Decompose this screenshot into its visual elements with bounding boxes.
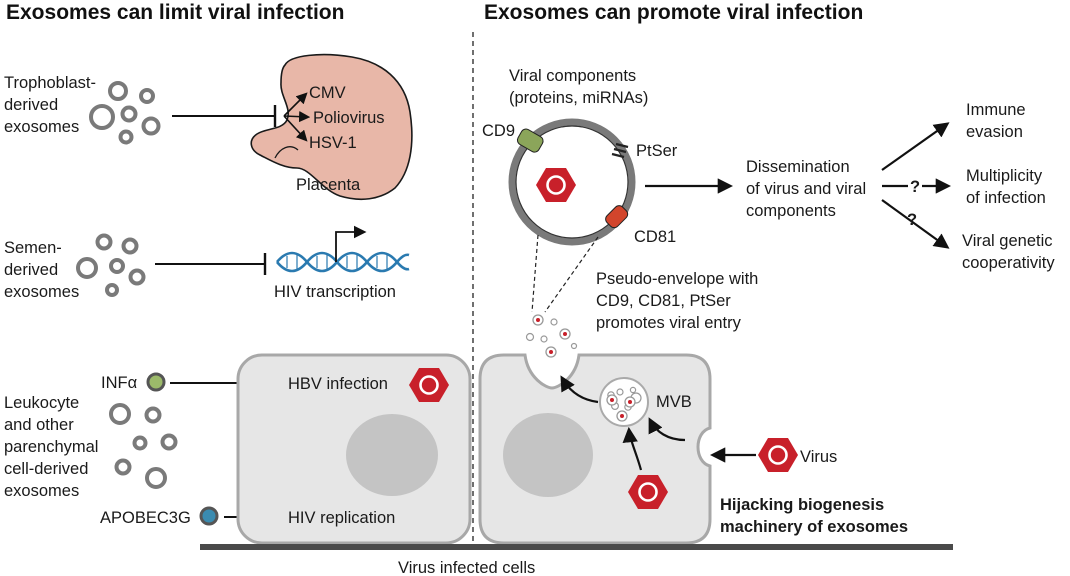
footer-label: Virus infected cells — [398, 559, 535, 576]
genetic-line-1: Viral genetic — [962, 232, 1053, 250]
hsv1-label: HSV-1 — [309, 134, 357, 152]
semen-line-3: exosomes — [4, 283, 79, 301]
apobec-label: APOBEC3G — [100, 509, 191, 527]
transcription-start-arrow — [335, 225, 367, 262]
question-mask-1 — [908, 176, 922, 196]
placenta-fold — [274, 146, 299, 159]
multiplicity-line-2: of infection — [966, 189, 1046, 207]
zoom-line-right — [544, 236, 599, 313]
cd9-label: CD9 — [482, 122, 515, 140]
apobec-exosome — [199, 506, 219, 526]
genetic-cooperativity-arrow — [881, 199, 950, 249]
viral-components-line-1: Viral components — [509, 67, 636, 85]
pseudo-envelope-line-1: Pseudo-envelope with — [596, 270, 758, 288]
released-exosome-4 — [525, 332, 535, 342]
immune-evasion-arrow — [881, 122, 950, 171]
poliovirus-label: Poliovirus — [313, 109, 385, 127]
inf-alpha-label: INFα — [101, 374, 138, 392]
mvb-virus-2 — [606, 394, 618, 406]
inf-alpha-exosome — [146, 372, 166, 392]
ptser-label: PtSer — [636, 142, 678, 160]
cd81-label: CD81 — [634, 228, 676, 246]
trophoblast-line-1: Trophoblast- — [4, 74, 96, 92]
left-header: Exosomes can limit viral infection — [6, 1, 344, 24]
released-exosome-3 — [559, 328, 571, 340]
mvb-virus-3 — [624, 396, 636, 408]
virus-label: Virus — [800, 448, 837, 466]
genetic-line-2: cooperativity — [962, 254, 1055, 272]
hiv-replication-label: HIV replication — [288, 509, 395, 527]
right-header: Exosomes can promote viral infection — [484, 1, 863, 24]
biogenesis-to-mvb-arrow — [622, 426, 643, 471]
semen-line-2: derived — [4, 261, 58, 279]
mvb-release-arrow — [560, 375, 599, 404]
cd81-marker — [605, 205, 629, 229]
hbv-infection-label: HBV infection — [288, 375, 388, 393]
cmv-label: CMV — [309, 84, 346, 102]
leukocyte-line-5: exosomes — [4, 482, 79, 500]
released-exosome-2 — [550, 318, 558, 326]
zoom-line-left — [531, 234, 539, 313]
virus-to-mvb-arrow — [648, 417, 686, 442]
dissemination-line-2: of virus and viral — [746, 180, 866, 198]
trophoblast-exosomes — [89, 81, 161, 145]
multiplicity-line-1: Multiplicity — [966, 167, 1043, 185]
leukocyte-line-2: and other — [4, 416, 74, 434]
released-exosome-5 — [540, 335, 548, 343]
semen-label: Semen- derived exosomes — [4, 239, 79, 301]
hijacking-line-1: Hijacking biogenesis — [720, 496, 884, 514]
released-exosome-6 — [545, 346, 557, 358]
mvb-virus-1 — [616, 410, 628, 422]
dissemination-line-1: Dissemination — [746, 158, 850, 176]
placenta-inhibit-arrows — [283, 92, 311, 142]
tissue-baseline — [200, 544, 953, 550]
cd9-marker — [516, 128, 544, 153]
leukocyte-label: Leukocyte and other parenchymal cell-der… — [4, 394, 98, 500]
leukocyte-line-3: parenchymal — [4, 438, 98, 456]
hijacking-line-2: machinery of exosomes — [720, 518, 908, 536]
semen-exosomes — [76, 233, 146, 297]
semen-line-1: Semen- — [4, 239, 62, 257]
trophoblast-line-2: derived — [4, 96, 58, 114]
released-exosome-7 — [570, 342, 578, 350]
pseudo-envelope-line-2: CD9, CD81, PtSer — [596, 292, 731, 310]
pseudo-envelope-line-3: promotes viral entry — [596, 314, 742, 332]
ptser-marker — [611, 142, 629, 159]
dna-helix-icon — [276, 251, 410, 273]
right-cell-nucleus — [503, 413, 593, 497]
released-exosome-1 — [532, 314, 544, 326]
leukocyte-exosomes — [109, 403, 178, 489]
immune-line-2: evasion — [966, 123, 1023, 141]
trophoblast-label: Trophoblast- derived exosomes — [4, 74, 96, 136]
mvb-label: MVB — [656, 393, 692, 411]
dna-rungs — [286, 254, 388, 270]
placenta-label: Placenta — [296, 176, 361, 194]
question-mark-multiplicity: ? — [910, 178, 920, 196]
entering-virus-icon — [756, 436, 800, 474]
leukocyte-line-1: Leukocyte — [4, 394, 79, 412]
immune-line-1: Immune — [966, 101, 1026, 119]
question-mark-genetic: ? — [907, 211, 917, 229]
trophoblast-line-3: exosomes — [4, 118, 79, 136]
viral-components-line-2: (proteins, miRNAs) — [509, 89, 648, 107]
leukocyte-line-4: cell-derived — [4, 460, 88, 478]
large-exosome-inner-membrane — [515, 125, 629, 239]
dissemination-line-3: components — [746, 202, 836, 220]
left-cell-nucleus — [346, 414, 438, 496]
hiv-transcription-label: HIV transcription — [274, 283, 396, 301]
placenta-shape — [250, 53, 413, 201]
